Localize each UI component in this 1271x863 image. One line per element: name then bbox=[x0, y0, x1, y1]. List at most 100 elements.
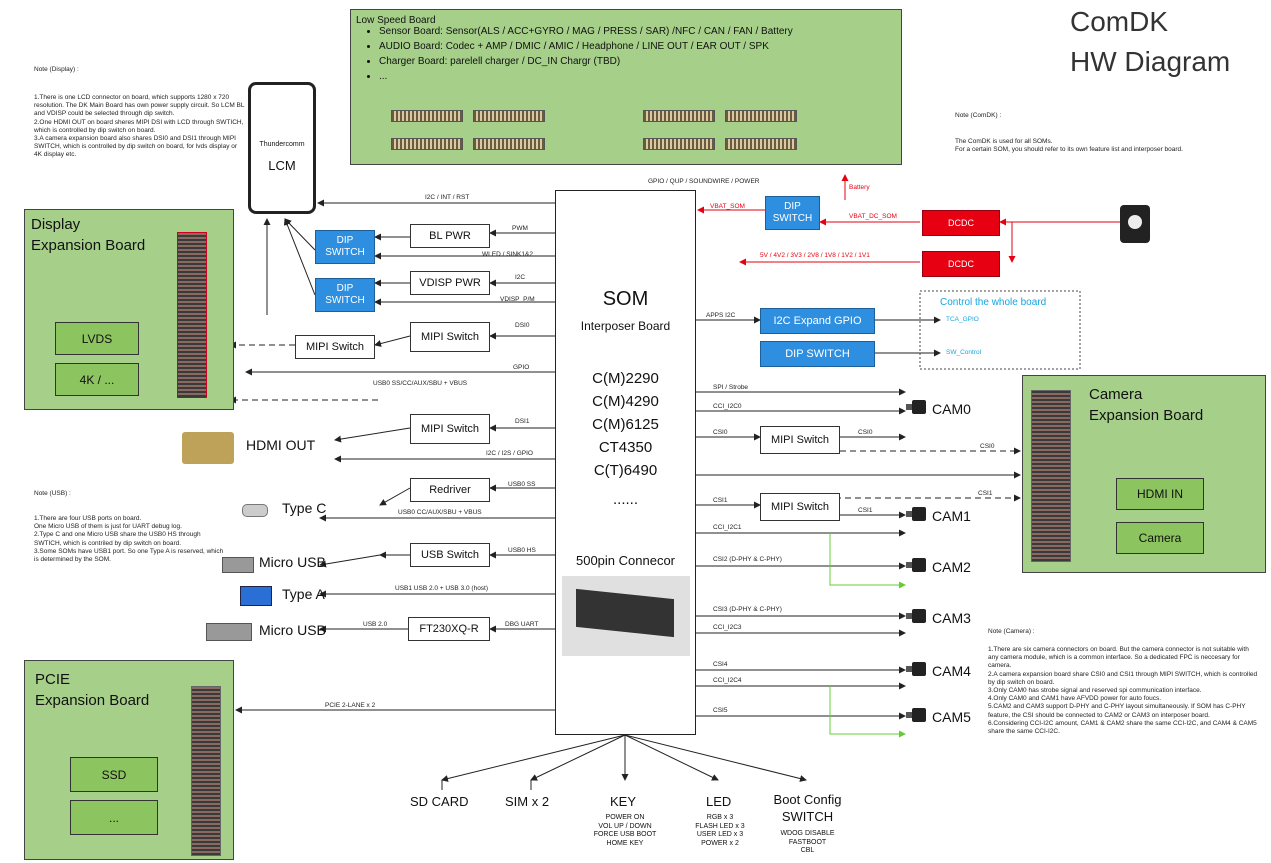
signal-label: Battery bbox=[849, 184, 870, 191]
led-item: POWER x 2 bbox=[701, 839, 739, 847]
signal-label: WLED / SINK1&2 bbox=[482, 251, 533, 258]
cam3-label: CAM3 bbox=[932, 610, 971, 626]
ft230-block: FT230XQ-R bbox=[408, 617, 490, 641]
dip-switch-bl: DIP SWITCH bbox=[315, 230, 375, 264]
camera-module-icon bbox=[906, 662, 926, 676]
signal-label: PCIE 2-LANE x 2 bbox=[325, 702, 376, 709]
board-connector bbox=[725, 138, 797, 150]
pcie-board-title-2: Expansion Board bbox=[35, 692, 150, 709]
som-title: SOM bbox=[602, 288, 649, 310]
pcie-board-connector bbox=[191, 686, 221, 856]
signal-label: CSI4 bbox=[713, 661, 728, 668]
signal-label: CSI1 bbox=[978, 490, 993, 497]
boot-config-label: Boot Config SWITCH bbox=[760, 791, 855, 825]
hdmi-in-block: HDMI IN bbox=[1116, 478, 1204, 510]
dip-switch-vdisp: DIP SWITCH bbox=[315, 278, 375, 312]
low-speed-item: Sensor Board: Sensor(ALS / ACC+GYRO / MA… bbox=[379, 24, 793, 39]
boot-config-line-2: SWITCH bbox=[781, 809, 834, 824]
signal-label: SPI / Strobe bbox=[713, 384, 749, 391]
hdmi-out-label: HDMI OUT bbox=[246, 437, 316, 453]
camera-module-icon bbox=[906, 708, 926, 722]
usb-switch-block: USB Switch bbox=[410, 543, 490, 567]
signal-label: CSI3 (D-PHY & C-PHY) bbox=[713, 606, 782, 613]
note-display-body: 1.There is one LCD connector on board, w… bbox=[34, 94, 245, 159]
som-connector-label: 500pin Connecor bbox=[575, 553, 676, 568]
lcm-phone: Thundercomm LCM bbox=[248, 82, 316, 214]
led-item: USER LED x 3 bbox=[696, 831, 744, 838]
boot-items: WDOG DISABLE FASTBOOT CBL bbox=[760, 830, 855, 856]
key-label: KEY bbox=[610, 794, 637, 809]
signal-label: CCI_I2C1 bbox=[713, 524, 742, 531]
key-items: POWER ON VOL UP / DOWN FORCE USB BOOT HO… bbox=[580, 814, 670, 848]
display-board-connector bbox=[177, 232, 207, 398]
pcie-more-block: ... bbox=[70, 800, 158, 835]
i2c-expand-gpio-block: I2C Expand GPIO bbox=[760, 308, 875, 334]
lcm-brand: Thundercomm bbox=[259, 141, 305, 148]
mipi-switch-dsi0: MIPI Switch bbox=[410, 322, 490, 352]
camera-board-connector bbox=[1031, 390, 1071, 562]
display-board-title-1: Display bbox=[31, 216, 81, 233]
vdisp-pwr-block: VDISP PWR bbox=[410, 271, 490, 295]
pcie-board-title-1: PCIE bbox=[35, 671, 71, 688]
som-chip: C(M)4290 bbox=[592, 393, 659, 410]
signal-label: I2C bbox=[515, 274, 526, 281]
cam2-label: CAM2 bbox=[932, 559, 971, 575]
low-speed-board: Low Speed Board Sensor Board: Sensor(ALS… bbox=[350, 9, 902, 165]
signal-label: VBAT_SOM bbox=[710, 203, 745, 210]
som-chip: ...... bbox=[612, 491, 638, 508]
board-connector bbox=[473, 110, 545, 122]
mipi-switch-csi1: MIPI Switch bbox=[760, 493, 840, 521]
note-usb-title: Note (USB) : bbox=[34, 490, 71, 497]
key-item: FORCE USB BOOT bbox=[593, 831, 657, 838]
sim-label: SIM x 2 bbox=[505, 794, 550, 809]
redriver-block: Redriver bbox=[410, 478, 490, 502]
signal-label: CSI0 bbox=[980, 443, 995, 450]
mipi-switch-dsi1: MIPI Switch bbox=[410, 414, 490, 444]
camera-board-title-1: Camera bbox=[1089, 386, 1143, 403]
sd-card-label: SD CARD bbox=[410, 794, 469, 809]
board-connector bbox=[725, 110, 797, 122]
dcdc-block-1: DCDC bbox=[922, 210, 1000, 236]
type-a-label: Type A bbox=[282, 586, 325, 602]
signal-label: USB0 HS bbox=[508, 547, 536, 554]
led-item: RGB x 3 bbox=[706, 814, 734, 821]
signal-label: SW_Control bbox=[946, 349, 982, 356]
led-item: FLASH LED x 3 bbox=[695, 822, 745, 830]
board-connector bbox=[643, 138, 715, 150]
mipi-switch-display: MIPI Switch bbox=[295, 335, 375, 359]
mipi-switch-csi0: MIPI Switch bbox=[760, 426, 840, 454]
dip-switch-vbat: DIP SWITCH bbox=[765, 196, 820, 230]
camera-module-icon bbox=[906, 400, 926, 414]
dc-jack-icon bbox=[1120, 205, 1150, 243]
micro-usb-label-2: Micro USB bbox=[259, 622, 326, 638]
signal-label: DSI1 bbox=[515, 418, 530, 425]
som-chip: C(M)6125 bbox=[592, 416, 659, 433]
signal-label: USB0 SS/CC/AUX/SBU + VBUS bbox=[373, 380, 468, 387]
cam5-label: CAM5 bbox=[932, 709, 971, 725]
camera-board-title-2: Expansion Board bbox=[1089, 407, 1204, 424]
signal-label: DSI0 bbox=[515, 322, 530, 329]
som-chip: C(T)6490 bbox=[593, 462, 658, 479]
som-chip: CT4350 bbox=[598, 439, 653, 456]
signal-label: TCA_GPIO bbox=[946, 316, 979, 323]
signal-label: CCI_I2C0 bbox=[713, 403, 742, 410]
key-item: VOL UP / DOWN bbox=[598, 822, 652, 830]
board-connector bbox=[643, 110, 715, 122]
dcdc-block-2: DCDC bbox=[922, 251, 1000, 277]
led-items: RGB x 3 FLASH LED x 3 USER LED x 3 POWER… bbox=[675, 814, 765, 848]
som-chip-list: C(M)2290 C(M)4290 C(M)6125 CT4350 C(T)64… bbox=[556, 367, 695, 511]
cam1-label: CAM1 bbox=[932, 508, 971, 524]
note-camera-title: Note (Camera) : bbox=[988, 628, 1035, 635]
dip-switch-wide: DIP SWITCH bbox=[760, 341, 875, 367]
signal-label: I2C / INT / RST bbox=[425, 194, 470, 201]
boot-config-line-1: Boot Config bbox=[773, 792, 842, 807]
lvds-block: LVDS bbox=[55, 322, 139, 355]
boot-item: FASTBOOT bbox=[788, 838, 827, 846]
signal-label: CSI0 bbox=[858, 429, 873, 436]
som-chip: C(M)2290 bbox=[592, 370, 659, 387]
signal-label: I2C / I2S / GPIO bbox=[486, 450, 533, 457]
micro-usb-label-1: Micro USB bbox=[259, 554, 326, 570]
signal-label: USB0 CC/AUX/SBU + VBUS bbox=[398, 509, 482, 516]
board-connector bbox=[473, 138, 545, 150]
signal-label: VDISP_P/M bbox=[500, 296, 535, 303]
